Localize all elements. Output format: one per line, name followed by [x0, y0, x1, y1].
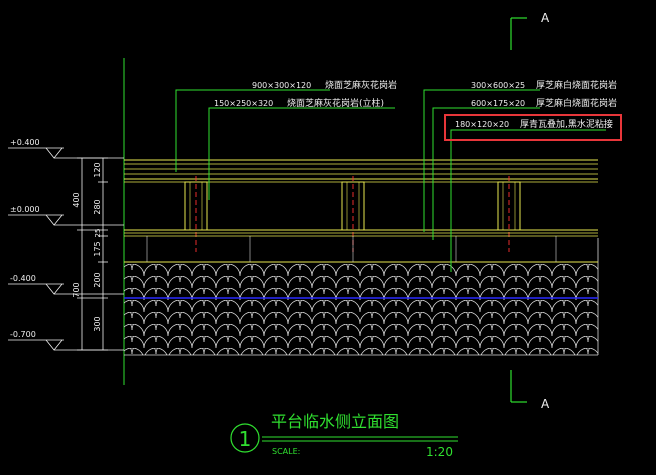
section-marker-bottom-label: A — [541, 397, 550, 411]
section-marker-top: A — [510, 11, 550, 50]
elevation-markers — [8, 147, 124, 351]
drawing-title: 平台临水侧立面图 — [271, 412, 399, 431]
scale-label: SCALE: — [272, 447, 300, 456]
elevation-label-0: +0.400 — [10, 138, 40, 147]
center-lines — [195, 176, 510, 252]
annotation-0: 900×300×120 烧面芝麻灰花岗岩 — [252, 79, 397, 91]
dim-inner-1: 280 — [93, 199, 102, 214]
leader-lines — [175, 89, 606, 272]
base-slab — [124, 229, 598, 263]
dim-inner-0: 120 — [93, 162, 102, 177]
roof-tile-hatch — [124, 264, 598, 355]
annotation-3-size: 600×175×20 — [471, 99, 525, 108]
elevation-label-2: -0.400 — [10, 274, 36, 283]
highlight-box — [444, 114, 622, 141]
annotation-2-material: 厚芝麻白烧面花岗岩 — [536, 79, 617, 91]
annotation-0-size: 900×300×120 — [252, 81, 311, 90]
annotation-4: 180×120×20 厚青瓦叠加,黑水泥粘接 — [455, 118, 613, 130]
dim-outer-1: 700 — [72, 282, 81, 297]
annotation-3-material: 厚芝麻白烧面花岗岩 — [536, 97, 617, 109]
dim-inner-2: 25 — [94, 229, 102, 238]
coping-stones — [124, 159, 598, 183]
annotation-4-size: 180×120×20 — [455, 120, 509, 129]
title-number: 1 — [239, 427, 252, 451]
annotation-2: 300×600×25 厚芝麻白烧面花岗岩 — [471, 79, 617, 91]
annotation-0-material: 烧面芝麻灰花岗岩 — [325, 79, 397, 91]
annotation-1-size: 150×250×320 — [214, 99, 273, 108]
elevation-label-3: -0.700 — [10, 330, 36, 339]
stone-posts — [184, 181, 521, 231]
section-marker-top-label: A — [541, 11, 550, 25]
section-marker-bottom: A — [510, 370, 550, 411]
title-block: 1 平台临水侧立面图 SCALE: 1:20 — [230, 412, 458, 459]
dim-outer-0: 400 — [72, 192, 81, 207]
dimension-lines — [77, 157, 108, 351]
annotation-1-material: 烧面芝麻灰花岗岩(立柱) — [287, 97, 384, 109]
annotation-4-material: 厚青瓦叠加,黑水泥粘接 — [520, 118, 613, 130]
title-number-circle — [230, 423, 260, 453]
annotation-3: 600×175×20 厚芝麻白烧面花岗岩 — [471, 97, 617, 109]
elevation-label-1: ±0.000 — [10, 205, 40, 214]
annotation-1: 150×250×320 烧面芝麻灰花岗岩(立柱) — [214, 97, 384, 109]
dim-outer-2: 300 — [93, 316, 102, 331]
dim-inner-4: 200 — [93, 272, 102, 287]
dim-inner-3: 175 — [93, 241, 102, 256]
annotation-2-size: 300×600×25 — [471, 81, 525, 90]
scale-value: 1:20 — [426, 445, 453, 459]
